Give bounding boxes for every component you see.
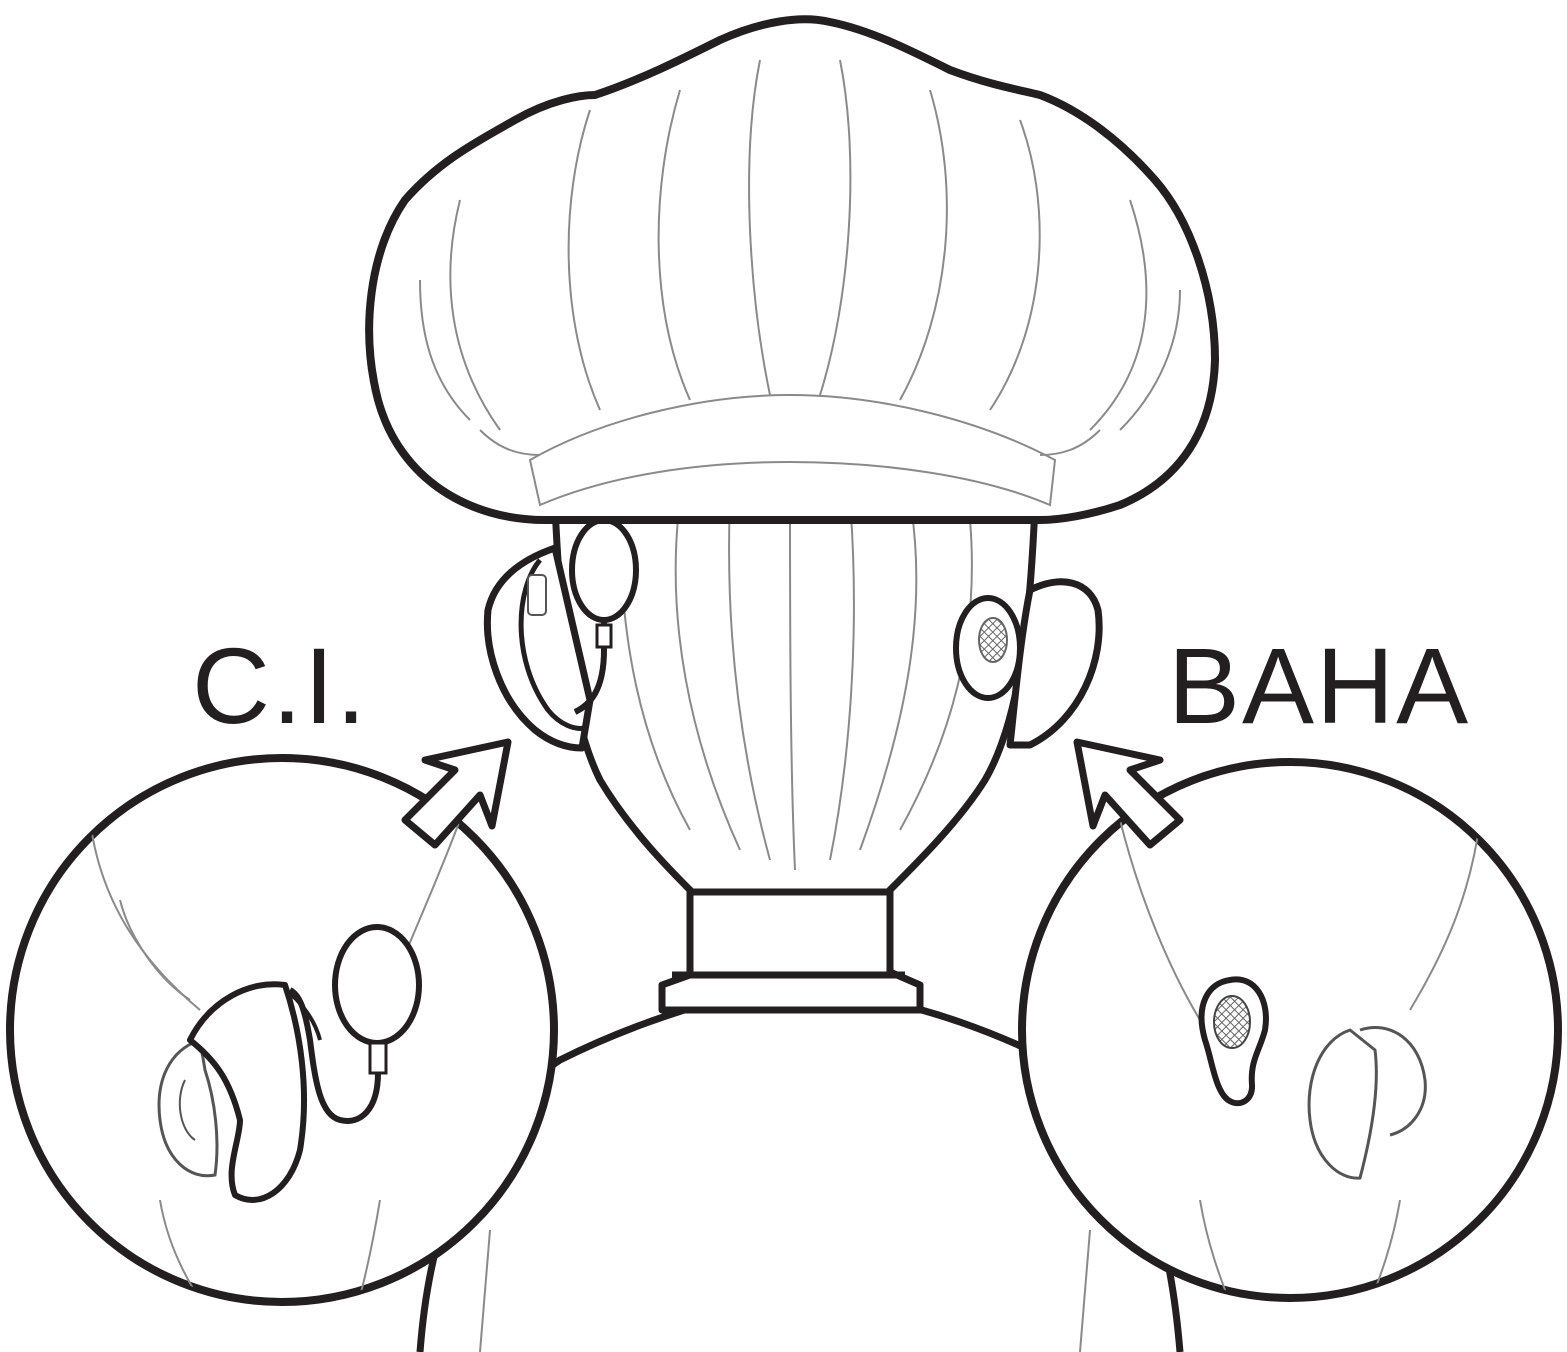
ci-label: C.I.	[192, 632, 368, 740]
neck	[662, 885, 920, 1010]
baha-label: BAHA	[1168, 632, 1470, 740]
hair-cap	[369, 19, 1215, 520]
